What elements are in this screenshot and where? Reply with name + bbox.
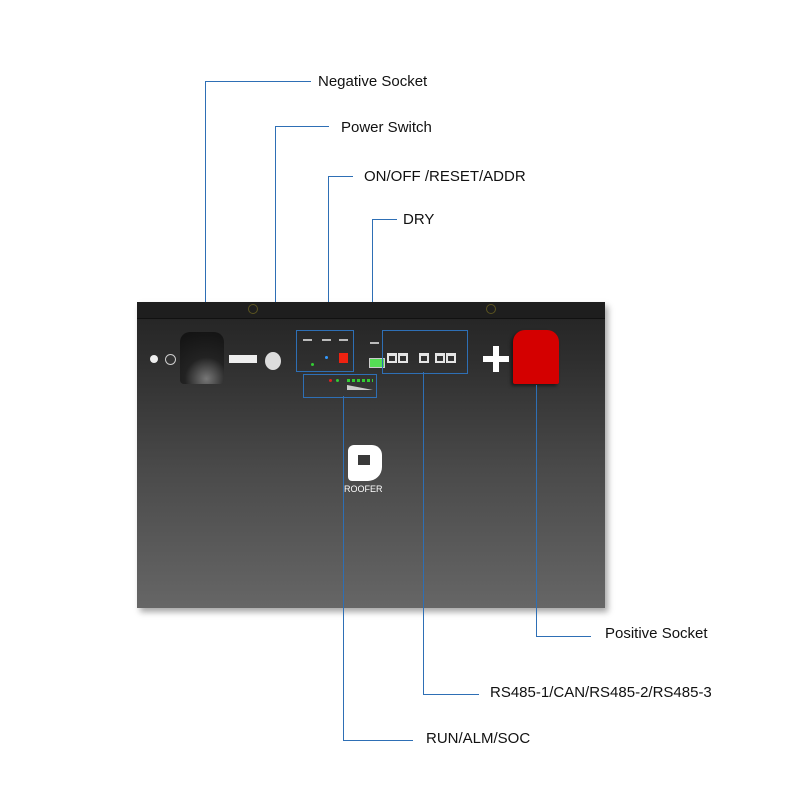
indicator-group [303,374,377,398]
comm-port-group [382,330,468,374]
dry-contact-port[interactable] [369,358,385,368]
addr-dip-switch[interactable] [339,353,348,363]
on-off-led [311,363,314,366]
roofer-logo-icon [348,445,382,481]
screw-hole-icon [486,304,496,314]
reset-tag [322,339,331,341]
label-on-off-reset-addr: ON/OFF /RESET/ADDR [364,168,526,185]
label-power-switch: Power Switch [341,119,432,136]
screw-hole-icon [248,304,258,314]
ground-symbol-icon [165,354,176,365]
power-switch[interactable] [265,352,281,370]
rs485-2-port[interactable] [435,353,445,363]
rs485-3-port[interactable] [446,353,456,363]
plus-sign-icon [483,346,509,372]
panel-top-rim [137,302,605,319]
label-negative-socket: Negative Socket [318,73,428,90]
soc-leds [347,379,373,382]
label-indicators: RUN/ALM/SOC [426,730,531,747]
reset-button[interactable] [325,356,328,359]
addr-tag [339,339,348,341]
minus-sign-icon [229,355,257,363]
ground-screw-icon [150,355,158,363]
negative-socket[interactable] [180,332,224,384]
rs232-port[interactable] [419,353,429,363]
alm-led [336,379,339,382]
rs485-1-port[interactable] [387,353,397,363]
label-positive-socket: Positive Socket [605,625,708,642]
label-dry: DRY [403,211,435,228]
soc-bar-icon [347,385,373,390]
run-led [329,379,332,382]
battery-front-panel: ROOFER [137,302,605,608]
label-comm-ports: RS485-1/CAN/RS485-2/RS485-3 [490,684,712,701]
on-off-tag [303,339,312,341]
positive-socket[interactable] [513,330,559,384]
brand-name: ROOFER [344,484,383,494]
can-port[interactable] [398,353,408,363]
switch-group [296,330,354,372]
dry-tag [370,342,379,344]
